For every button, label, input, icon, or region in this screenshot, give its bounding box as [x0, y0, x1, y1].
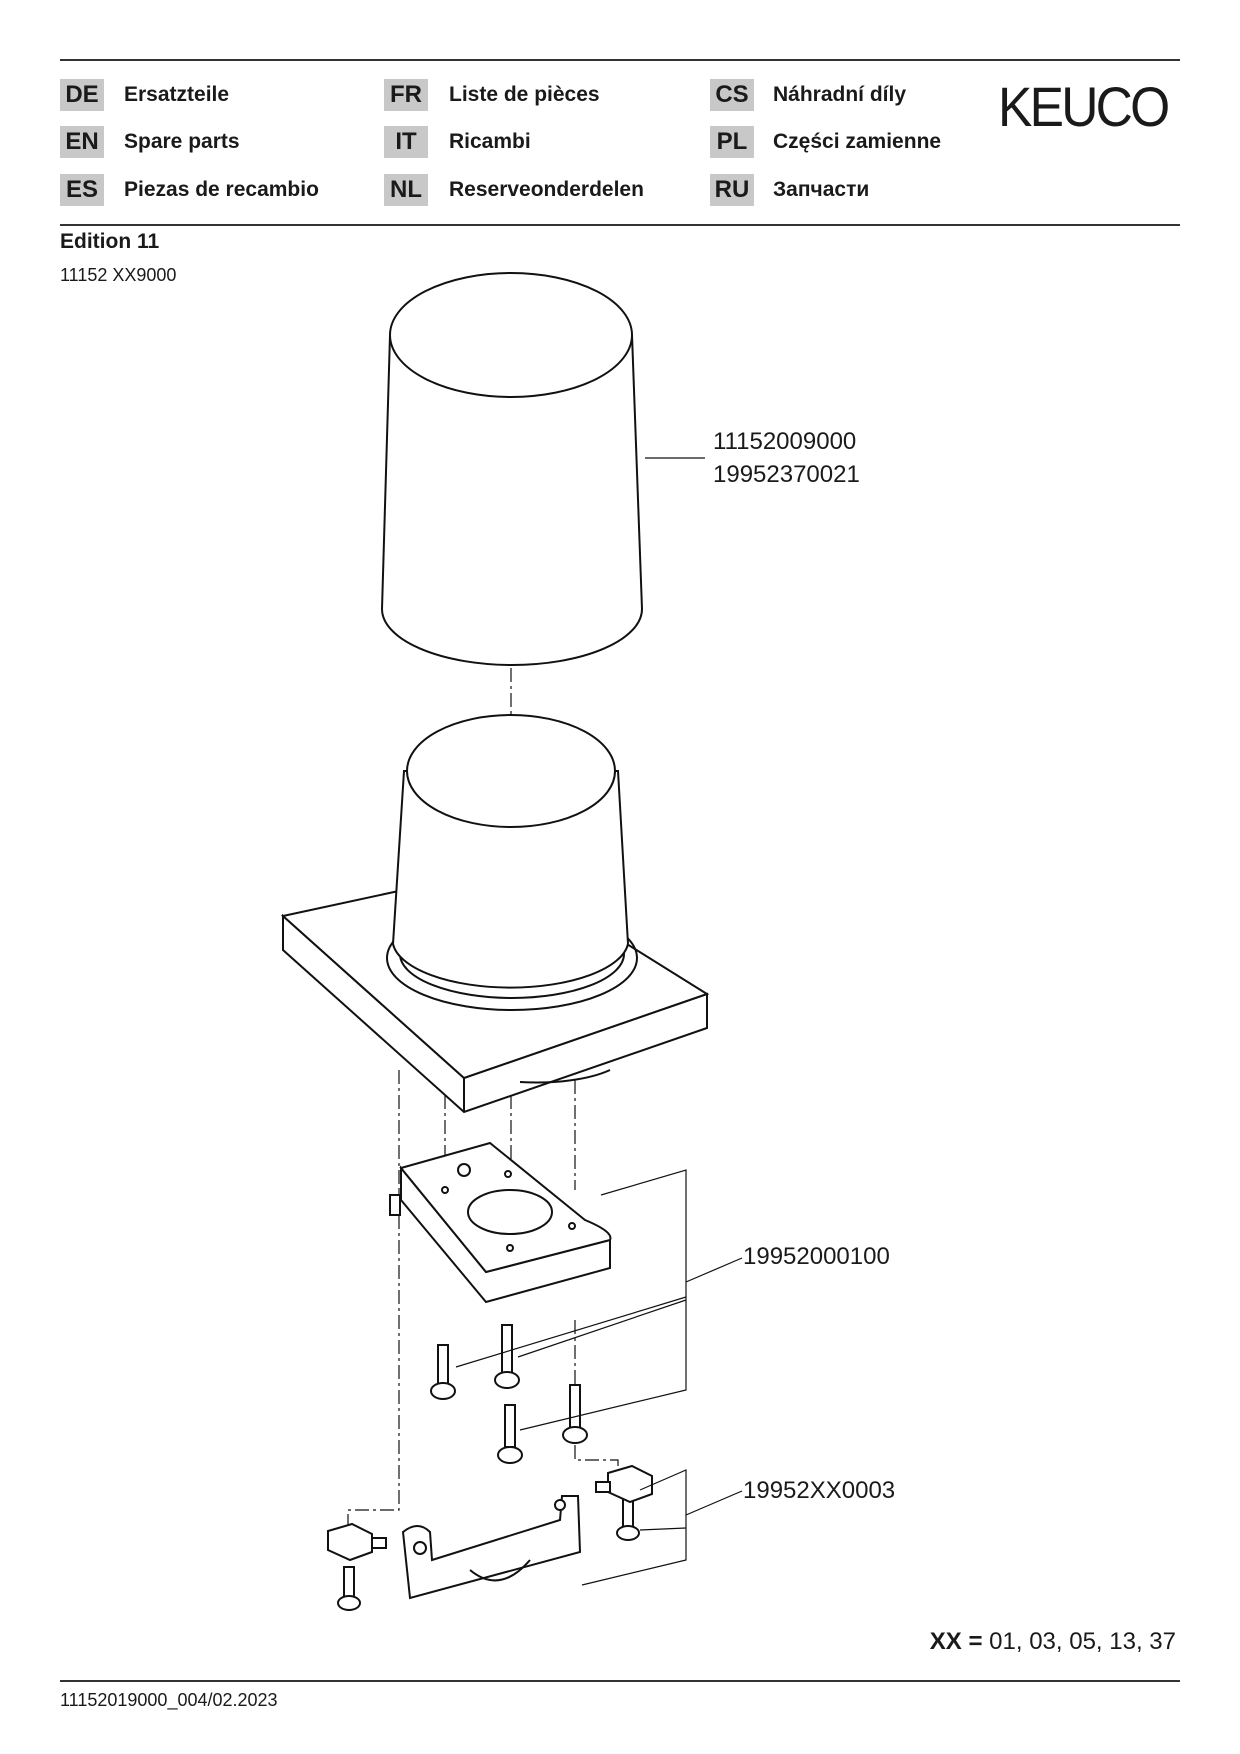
part-number-bracket: 19952XX0003	[743, 1477, 896, 1504]
glass-part	[380, 272, 644, 666]
variants-values: 01, 03, 05, 13, 37	[989, 1628, 1176, 1655]
lang-label-fr: Liste de pièces	[449, 83, 600, 106]
mounting-plate	[389, 1141, 612, 1304]
lang-label-ru: Запчасти	[773, 178, 870, 201]
clip-left	[327, 1522, 387, 1562]
bracket	[401, 1495, 582, 1600]
clip-right	[595, 1464, 653, 1504]
document-id: 11152019000_004/02.2023	[60, 1690, 278, 1710]
lang-code-it: IT	[384, 126, 428, 158]
part-number-glass-1: 11152009000	[713, 428, 857, 455]
lang-code-es: ES	[60, 174, 104, 206]
lang-code-pl: PL	[710, 126, 754, 158]
header-rule	[60, 224, 1180, 226]
lang-code-cs: CS	[710, 79, 754, 111]
footer-rule	[60, 1680, 1180, 1682]
lang-label-it: Ricambi	[449, 130, 531, 153]
part-number-mount: 19952000100	[743, 1243, 890, 1270]
glass-installed	[391, 714, 630, 989]
lang-label-pl: Części zamienne	[773, 130, 942, 153]
lang-label-en: Spare parts	[124, 130, 240, 153]
variants-note: XX = 01, 03, 05, 13, 37	[930, 1628, 1176, 1656]
lang-code-nl: NL	[384, 174, 428, 206]
part-number-glass-2: 19952370021	[713, 461, 860, 488]
top-rule	[60, 59, 1180, 61]
keuco-logo: KEUCO	[998, 75, 1170, 138]
lang-label-es: Piezas de recambio	[124, 178, 319, 201]
product-article: 11152 XX9000	[60, 265, 177, 285]
product-series: Edition 11	[60, 230, 160, 253]
lang-label-nl: Reserveonderdelen	[449, 178, 644, 201]
lang-code-ru: RU	[710, 174, 754, 206]
lang-label-cs: Náhradní díly	[773, 83, 907, 106]
screws	[337, 1324, 640, 1611]
lang-code-en: EN	[60, 126, 104, 158]
lang-code-de: DE	[60, 79, 104, 111]
variants-key: XX =	[929, 1628, 983, 1655]
lang-label-de: Ersatzteile	[124, 83, 230, 106]
lang-code-fr: FR	[384, 79, 428, 111]
